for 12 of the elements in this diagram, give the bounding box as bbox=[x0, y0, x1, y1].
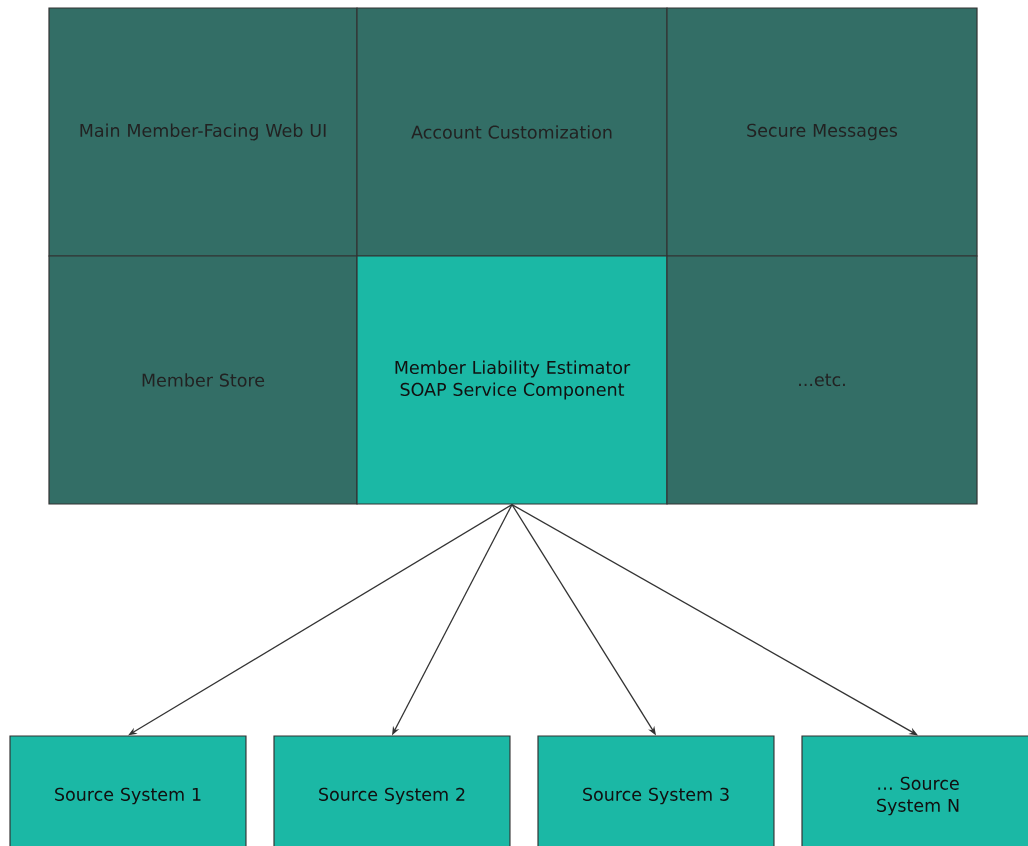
source-system-box: Source System 2 bbox=[273, 735, 511, 846]
component-box: Account Customization bbox=[356, 7, 668, 257]
component-box: Member Store bbox=[48, 255, 358, 505]
arrow bbox=[128, 503, 513, 736]
arrow bbox=[511, 503, 918, 736]
source-system-box: Source System 1 bbox=[9, 735, 247, 846]
component-box: ...etc. bbox=[666, 255, 978, 505]
component-box: Main Member-Facing Web UI bbox=[48, 7, 358, 257]
highlighted-component-box: Member Liability Estimator SOAP Service Component bbox=[356, 255, 668, 505]
source-system-box: … Source System N bbox=[801, 735, 1028, 846]
component-box: Secure Messages bbox=[666, 7, 978, 257]
source-system-box: Source System 3 bbox=[537, 735, 775, 846]
